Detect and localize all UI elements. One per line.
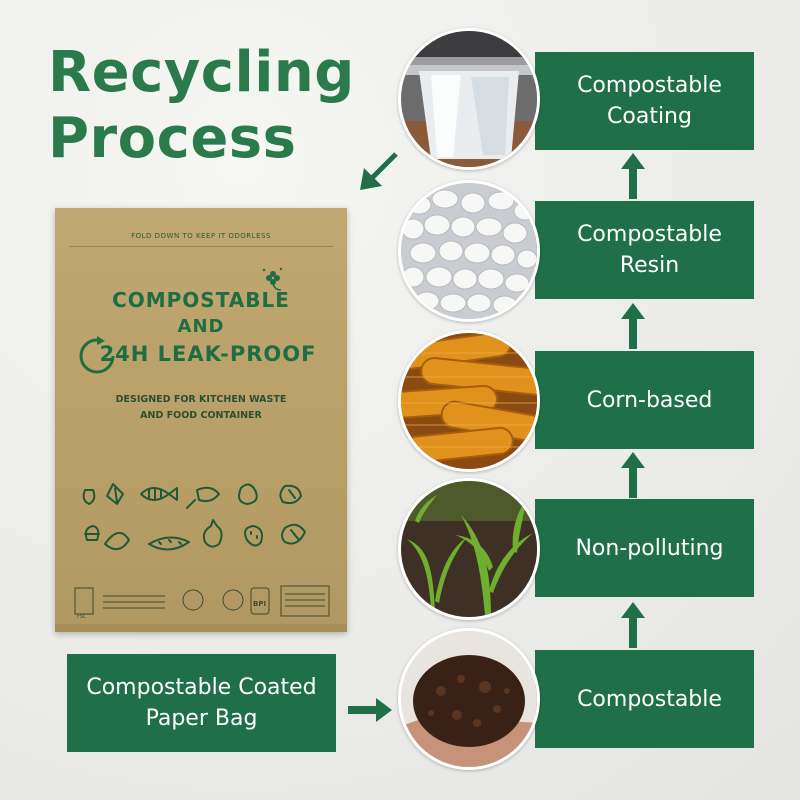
title-line-1: Recycling <box>48 40 355 105</box>
compostable-paper-bag: FOLD DOWN TO KEEP IT ODORLESS COMPOSTABL… <box>55 208 347 632</box>
bag-headline-compostable: COMPOSTABLE <box>112 288 290 312</box>
24h-clock-icon <box>79 336 115 374</box>
bag-headline-and: AND <box>177 316 225 337</box>
fsc-logo-text: FSC <box>77 614 87 620</box>
food-waste-icons <box>82 483 306 551</box>
title-line-2: Process <box>48 106 297 171</box>
certification-logos: FSC BPI <box>74 585 330 620</box>
step-label-compostable: Compostable <box>535 650 754 748</box>
page-title: Recycling Process <box>48 40 355 172</box>
bpi-logo-text: BPI <box>253 600 266 608</box>
up-arrow-icon <box>621 153 645 199</box>
step-label-corn-based: Corn-based <box>535 351 754 449</box>
flower-icon <box>262 267 283 291</box>
coating-machine-photo <box>398 28 540 170</box>
up-arrow-icon <box>621 602 645 648</box>
step-label-compostable-resin: Compostable Resin <box>535 201 754 299</box>
step-label-compostable-coating: Compostable Coating <box>535 52 754 150</box>
step-label-non-polluting: Non-polluting <box>535 499 754 597</box>
bag-fold-text: FOLD DOWN TO KEEP IT ODORLESS <box>131 232 271 240</box>
seedlings-photo <box>398 478 540 620</box>
corn-cobs-photo <box>398 330 540 472</box>
right-arrow-icon <box>348 698 392 722</box>
product-label-box: Compostable Coated Paper Bag <box>67 654 336 752</box>
bag-bottom-stripe <box>55 624 347 632</box>
bag-headline-leak-proof: 24H LEAK-PROOF <box>99 342 317 366</box>
bag-subtitle-1: DESIGNED FOR KITCHEN WASTE <box>115 394 287 405</box>
up-arrow-icon <box>621 452 645 498</box>
bag-fold-line <box>69 246 333 247</box>
resin-pellets-photo <box>398 180 540 322</box>
product-label: Compostable Coated Paper Bag <box>86 675 317 731</box>
bag-subtitle-2: AND FOOD CONTAINER <box>140 410 262 421</box>
up-arrow-icon <box>621 303 645 349</box>
soil-in-hands-photo <box>398 628 540 770</box>
down-left-arrow-icon <box>360 152 398 190</box>
